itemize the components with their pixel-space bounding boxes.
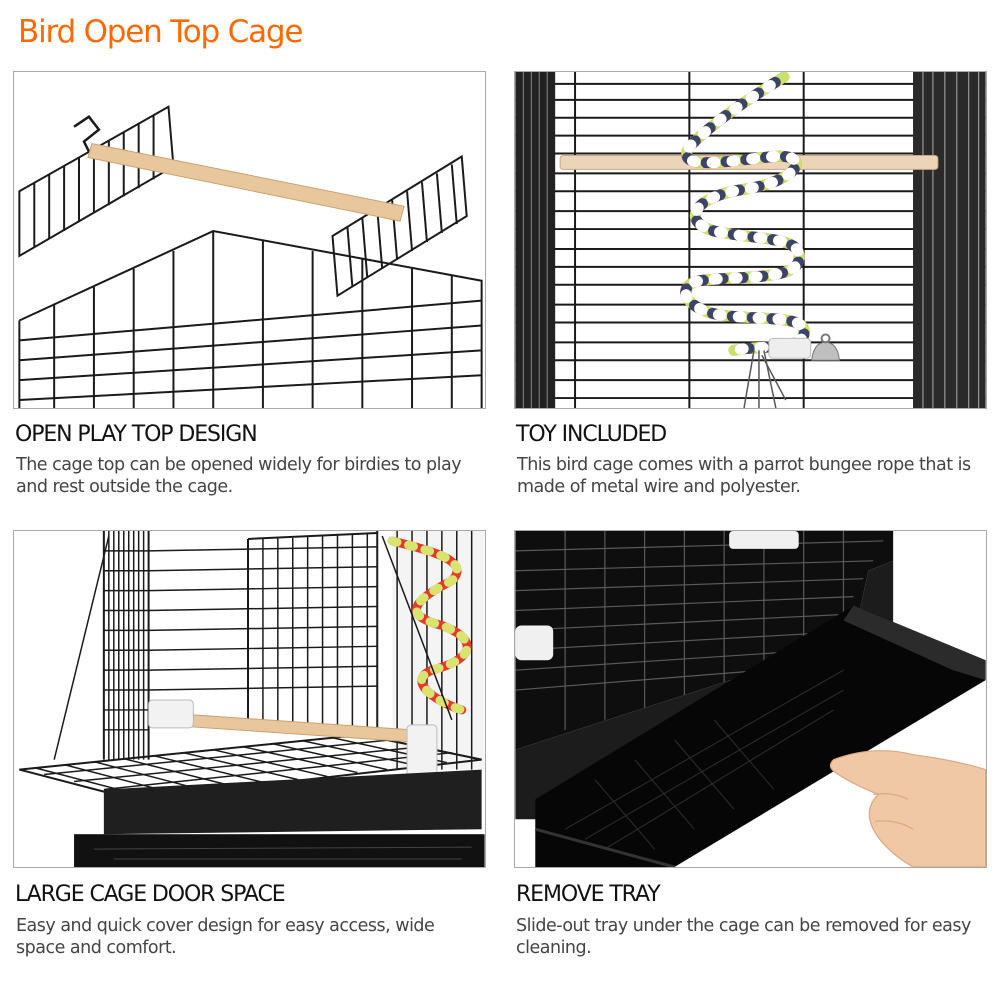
feature-image-toy: [514, 71, 987, 409]
feature-image-open-top: [13, 71, 486, 409]
bell-icon: [811, 333, 841, 361]
rope-toy-icon: [387, 536, 472, 715]
feature-description-toy: This bird cage comes with a parrot bunge…: [517, 455, 971, 497]
feeder-cup-icon: [406, 724, 438, 781]
open-top-cage-illustration: [14, 72, 485, 408]
open-door-cage-illustration: [14, 531, 485, 867]
rope-tassel-icon: [743, 350, 787, 408]
feeder-cup-icon: [515, 625, 554, 661]
slide-out-tray-illustration: [515, 531, 986, 867]
feature-heading-remove-tray: REMOVE TRAY: [516, 882, 661, 907]
feeder-cup-icon: [729, 531, 799, 549]
wood-perch-icon: [87, 142, 405, 222]
feature-description-door-space: Easy and quick cover design for easy acc…: [16, 916, 435, 958]
page-title: Bird Open Top Cage: [18, 14, 303, 50]
feeder-cup-icon: [148, 699, 194, 729]
hand-icon: [829, 750, 986, 867]
feature-heading-toy: TOY INCLUDED: [516, 422, 667, 447]
feature-image-remove-tray: [514, 530, 987, 868]
feature-image-door-space: [13, 530, 486, 868]
feature-heading-door-space: LARGE CAGE DOOR SPACE: [15, 882, 286, 907]
rope-toy-illustration: [515, 72, 986, 408]
feature-heading-open-top: OPEN PLAY TOP DESIGN: [15, 422, 258, 447]
feature-description-open-top: The cage top can be opened widely for bi…: [16, 455, 462, 497]
rope-bungee-icon: [680, 72, 810, 356]
feature-description-remove-tray: Slide-out tray under the cage can be rem…: [516, 916, 971, 958]
